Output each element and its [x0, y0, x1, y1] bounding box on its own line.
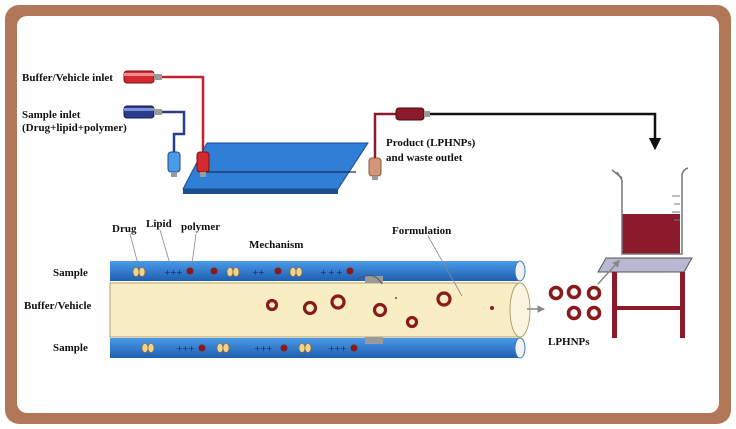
stand-icon — [597, 257, 693, 338]
svg-text:+: + — [254, 344, 261, 353]
sample-inlet-connector-icon — [123, 105, 162, 119]
svg-text:+: + — [336, 268, 343, 277]
buffer-inlet-label: Buffer/Vehicle inlet — [22, 72, 113, 84]
polymer-label: polymer — [181, 221, 220, 233]
svg-text:+: + — [176, 268, 183, 277]
polymer-dot-icon — [186, 267, 358, 352]
drug-capsule-icon — [141, 343, 312, 353]
svg-text:+: + — [176, 344, 183, 353]
svg-text:+: + — [164, 268, 171, 277]
sample-top-label: Sample — [53, 267, 88, 279]
svg-text:+: + — [260, 344, 267, 353]
lphnps-cluster — [548, 284, 602, 321]
microfluidic-chip-icon — [182, 142, 369, 190]
svg-text:+: + — [182, 344, 189, 353]
svg-text:+: + — [340, 344, 347, 353]
top-sample-channel — [110, 261, 520, 281]
svg-text:+: + — [320, 268, 327, 277]
chip-red-plug-icon — [196, 151, 210, 177]
buffer-tubing — [162, 75, 205, 152]
particles-to-beaker-arrow-icon — [597, 259, 621, 285]
sample-inlet-sublabel: (Drug+lipid+polymer) — [22, 122, 127, 134]
lipid-marks: +++ ++ +++ +++ +++ +++ — [164, 268, 347, 353]
svg-text:+: + — [188, 344, 195, 353]
buffer-vehicle-label: Buffer/Vehicle — [24, 300, 92, 312]
svg-text:+: + — [328, 344, 335, 353]
top-junction-plug — [365, 276, 383, 283]
product-outlet-connector-icon — [395, 107, 430, 121]
drug-capsule-icon — [132, 267, 303, 277]
svg-text:+: + — [258, 268, 265, 277]
bottom-sample-channel — [110, 338, 520, 358]
svg-text:+: + — [170, 268, 177, 277]
sample-bottom-label: Sample — [53, 342, 88, 354]
product-outlet-label: Product (LPHNPs) — [386, 137, 476, 149]
svg-text:+: + — [328, 268, 335, 277]
formulation-label: Formulation — [392, 225, 451, 237]
drug-label: Drug — [112, 223, 137, 235]
sample-inlet-label: Sample inlet — [22, 109, 81, 121]
nanoparticle-icon — [265, 291, 452, 329]
svg-text:+: + — [334, 344, 341, 353]
lipid-label: Lipid — [146, 218, 172, 230]
beaker-icon — [611, 167, 689, 255]
outlet-tubing — [373, 112, 396, 158]
product-outlet-sublabel: and waste outlet — [386, 152, 463, 164]
small-particle-dot — [490, 306, 494, 310]
mechanism-label: Mechanism — [249, 239, 303, 251]
chip-blue-plug-icon — [167, 151, 181, 177]
buffer-inlet-connector-icon — [123, 70, 162, 84]
sample-tubing — [162, 110, 186, 152]
lphnps-label: LPHNPs — [548, 336, 590, 348]
bottom-junction-plug — [365, 337, 383, 344]
product-flow-arrow-icon — [430, 112, 662, 151]
svg-text:+: + — [252, 268, 259, 277]
svg-text:+: + — [266, 344, 273, 353]
